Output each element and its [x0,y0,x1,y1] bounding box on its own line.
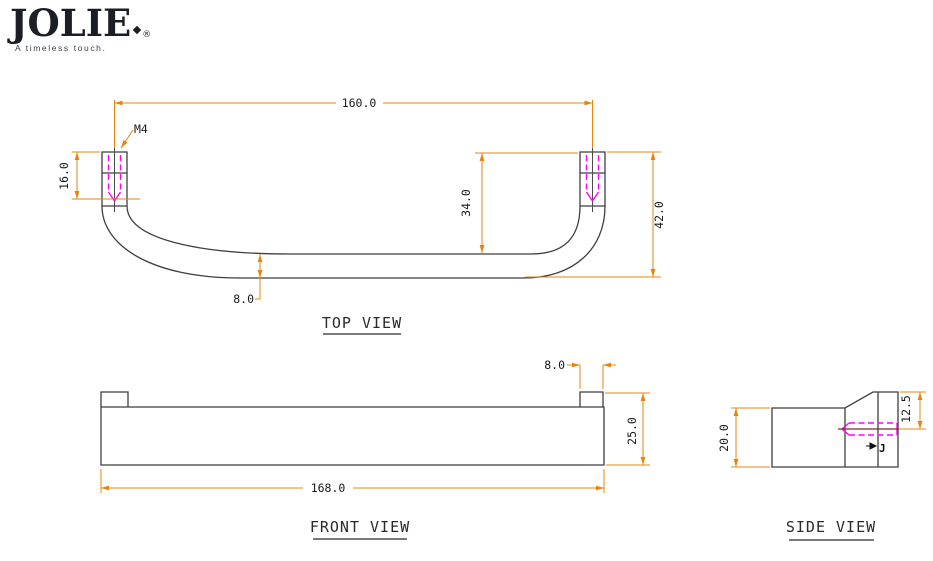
front-dim-25-text: 25.0 [625,417,639,445]
thread-depth-arrow-icon [866,442,878,450]
side-dim-20-text: 20.0 [717,424,731,452]
front-dim-8-text: 8.0 [544,358,565,372]
dim-34-text: 34.0 [459,189,473,217]
front-dim-8-extension-lines [579,365,604,389]
dim-160-text: 160.0 [342,96,377,110]
dim-160-mask [336,96,383,109]
side-thread-hidden-lines [849,422,897,436]
side-dim-125-text: 12.5 [899,395,913,423]
right-thread-drill-point [585,191,600,203]
post-centerlines [114,147,593,212]
brand-logo: JOLIE ® A timeless touch. [10,4,151,53]
thread-callout-text: M4 [134,122,148,136]
front-body [100,406,605,466]
brand-name: JOLIE [10,1,132,45]
left-thread-hidden-lines [107,155,122,192]
handle-inner-edge [126,205,581,255]
dim-160-extension-lines [114,100,593,148]
handle-outer-edge [101,205,606,279]
dim-42-text: 42.0 [652,201,666,229]
left-thread-drill-point [107,191,122,203]
registered-mark: ® [142,30,152,40]
top-view: 160.0 M4 16.0 34.0 42.0 8.0 TOP VIEW [57,96,666,335]
thread-depth-mark: J [879,442,886,455]
dim-16-extension-lines [72,151,140,200]
front-dim-168-text: 168.0 [311,481,346,495]
dim-16-text: 16.0 [57,162,71,190]
brand-tagline: A timeless touch. [15,43,107,53]
front-left-tab [100,391,129,407]
dim-8-tail [255,278,261,300]
thread-callout-leader [120,129,134,149]
front-right-tab [579,391,604,407]
side-view-label: SIDE VIEW [786,518,876,536]
front-dim-168-mask [303,481,353,494]
front-view-label: FRONT VIEW [310,518,410,536]
side-view: J 12.5 20.0 SIDE VIEW [717,391,926,541]
top-view-label: TOP VIEW [322,314,402,332]
front-view: 8.0 25.0 168.0 FRONT VIEW [100,358,650,540]
right-thread-hidden-lines [585,155,600,192]
side-dim-20-extension-lines [731,407,770,468]
dim-8-text: 8.0 [233,292,254,306]
